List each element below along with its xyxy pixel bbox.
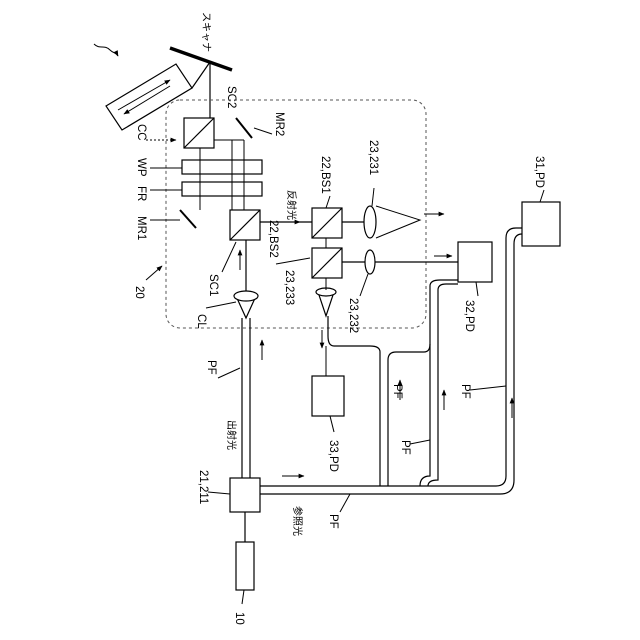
fr-rotator bbox=[182, 182, 262, 196]
group-20-label: 20 bbox=[133, 286, 145, 299]
fr-label: FR bbox=[135, 186, 147, 201]
lens-231 bbox=[364, 206, 376, 238]
lens-232-label: 23,232 bbox=[347, 298, 359, 333]
sc2-label: SC2 bbox=[225, 86, 237, 108]
pd-31-label: 31,PD bbox=[533, 156, 545, 188]
figure-number-leader bbox=[94, 44, 118, 56]
mr1-label: MR1 bbox=[135, 216, 147, 240]
reflected-label: 反射光 bbox=[285, 190, 298, 220]
emitted-label: 出射光 bbox=[225, 420, 238, 450]
pd-31 bbox=[522, 202, 560, 246]
pd-33 bbox=[312, 376, 344, 416]
pf-bottom-label: PF bbox=[327, 514, 339, 529]
bs1-label: 22,BS1 bbox=[319, 156, 331, 194]
wp-label: WP bbox=[135, 158, 147, 177]
pf-mid1-label: PF bbox=[391, 384, 403, 399]
reference-label: 参照光 bbox=[291, 506, 304, 536]
pf-left-label: PF bbox=[205, 360, 217, 375]
mr1-mirror bbox=[180, 210, 196, 228]
coupler-label: 21,211 bbox=[197, 470, 209, 504]
cc-label: CC bbox=[135, 124, 147, 141]
lens-232 bbox=[365, 250, 375, 274]
source-label: 10 bbox=[233, 612, 245, 625]
wp-plate bbox=[182, 160, 262, 174]
pd-32-label: 32,PD bbox=[463, 300, 475, 332]
coupler-211 bbox=[230, 478, 260, 512]
mr2-label: MR2 bbox=[273, 112, 285, 136]
lens-231-label: 23,231 bbox=[367, 140, 379, 175]
scanned-beam bbox=[106, 64, 192, 130]
pf-mid2-label: PF bbox=[399, 440, 411, 455]
pd-33-label: 33,PD bbox=[327, 440, 339, 472]
pd-32 bbox=[458, 242, 492, 282]
light-source-10 bbox=[236, 542, 254, 590]
bs2-label: 22,BS2 bbox=[267, 220, 279, 258]
cl-label: CL bbox=[195, 314, 207, 329]
scanner-label: スキャナ bbox=[200, 12, 212, 52]
lens-233-label: 23,233 bbox=[283, 270, 295, 305]
sc1-label: SC1 bbox=[207, 274, 219, 296]
pf-right-label: PF bbox=[459, 384, 471, 399]
mr2-mirror bbox=[236, 118, 252, 138]
